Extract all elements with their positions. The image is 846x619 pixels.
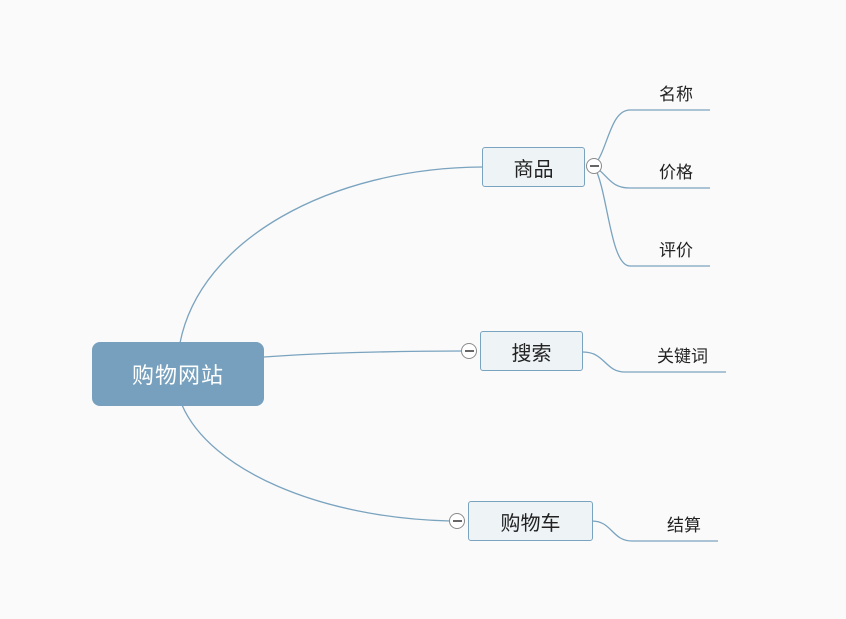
subtopic-checkout[interactable]: 结算 bbox=[667, 516, 701, 536]
collapse-goods-button[interactable] bbox=[586, 158, 602, 174]
root-topic[interactable]: 购物网站 bbox=[92, 342, 264, 406]
subtopic-price[interactable]: 价格 bbox=[659, 163, 693, 183]
topic-cart[interactable]: 购物车 bbox=[468, 501, 593, 541]
goods-to-review-line bbox=[593, 165, 710, 267]
collapse-search-button[interactable] bbox=[461, 343, 477, 359]
topic-search[interactable]: 搜索 bbox=[480, 331, 583, 371]
collapse-cart-button[interactable] bbox=[449, 513, 465, 529]
search-to-keyword-line bbox=[582, 351, 726, 373]
root-to-search-line bbox=[263, 350, 463, 358]
root-to-cart-line bbox=[181, 404, 451, 522]
topic-goods[interactable]: 商品 bbox=[482, 147, 585, 187]
subtopic-review[interactable]: 评价 bbox=[659, 241, 693, 261]
cart-to-checkout-line bbox=[591, 520, 718, 542]
subtopic-name[interactable]: 名称 bbox=[659, 85, 693, 105]
subtopic-keyword[interactable]: 关键词 bbox=[657, 347, 708, 367]
root-to-goods-line bbox=[179, 166, 483, 344]
